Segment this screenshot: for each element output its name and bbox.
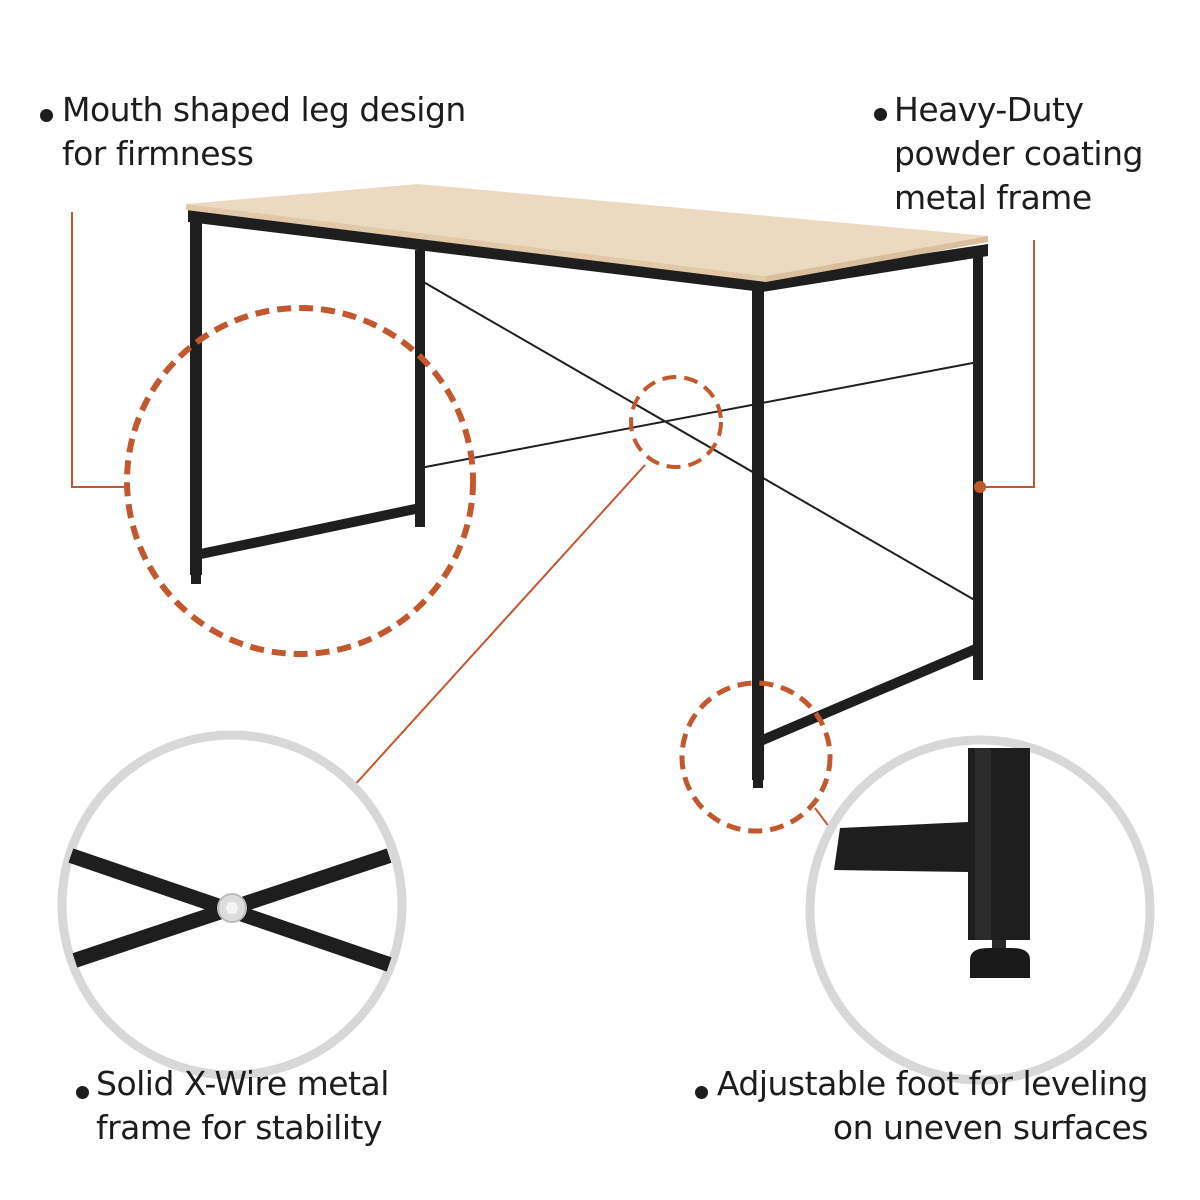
x-wire-highlight-circle — [629, 375, 723, 469]
callout-connectors — [71, 212, 1035, 829]
foot-text-line1: Adjustable foot for leveling — [716, 1064, 1149, 1103]
wood-tabletop — [186, 184, 988, 276]
desk — [186, 184, 988, 788]
foot-zoom-detail — [805, 735, 1155, 1085]
bullet-dot — [694, 1086, 708, 1099]
leg-design-callout: Mouth shaped leg design for firmness — [36, 88, 466, 176]
frame-callout: Heavy-Duty powder coating metal frame — [870, 88, 1143, 220]
highlight-circles — [124, 305, 833, 834]
leg-design-text-line2: for firmness — [62, 134, 254, 173]
frame-marker-dot — [974, 481, 986, 493]
bullet-dot — [76, 1086, 89, 1099]
x-wire-callout: Solid X-Wire metal frame for stability — [72, 1062, 389, 1150]
foot-highlight-circle — [679, 680, 833, 834]
leg-highlight-circle — [124, 305, 476, 657]
foot-callout: Adjustable foot for leveling on uneven s… — [694, 1062, 1149, 1150]
x-wire-text-line1: Solid X-Wire metal — [96, 1064, 389, 1103]
frame-text-line1: Heavy-Duty — [894, 90, 1084, 129]
frame-text-line2: powder coating — [894, 134, 1143, 173]
foot-text-line2: on uneven surfaces — [832, 1108, 1149, 1147]
x-wire-text-line2: frame for stability — [96, 1108, 382, 1147]
x-wire-brace — [419, 279, 979, 603]
leg-design-text-line1: Mouth shaped leg design — [62, 90, 466, 129]
bullet-dot — [40, 109, 53, 122]
bullet-dot — [874, 108, 887, 121]
x-wire-zoom-detail — [57, 730, 407, 1080]
frame-text-line3: metal frame — [894, 178, 1092, 217]
